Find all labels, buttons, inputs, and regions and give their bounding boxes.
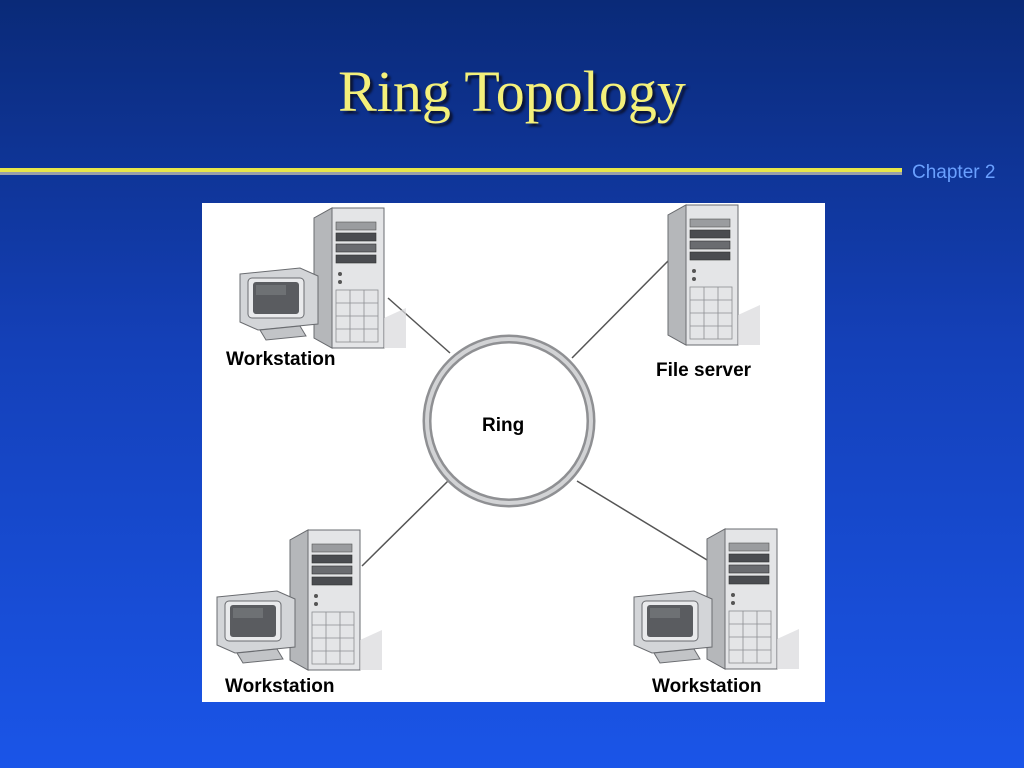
chapter-label: Chapter 2 bbox=[912, 162, 996, 183]
workstation-top-left bbox=[239, 207, 407, 349]
ring-topology-figure: Workstation File server Workstation Work… bbox=[202, 203, 825, 702]
node-label-bottom-left: Workstation bbox=[225, 676, 335, 697]
slide-title: Ring Topology bbox=[338, 59, 686, 124]
topology-diagram bbox=[216, 204, 800, 671]
file-server-top-right bbox=[667, 204, 761, 346]
ring-label: Ring bbox=[482, 415, 525, 436]
divider-yellow-line bbox=[0, 168, 902, 172]
link-top-left bbox=[387, 297, 451, 354]
link-bottom-right bbox=[576, 480, 713, 564]
workstation-bottom-left bbox=[216, 529, 383, 671]
link-top-right bbox=[571, 258, 671, 359]
link-bottom-left bbox=[361, 480, 449, 567]
workstation-bottom-right bbox=[633, 528, 800, 670]
divider-gray-line bbox=[0, 172, 902, 175]
node-label-top-right: File server bbox=[656, 360, 752, 381]
title-divider bbox=[0, 168, 902, 176]
node-label-bottom-right: Workstation bbox=[652, 676, 762, 697]
node-label-top-left: Workstation bbox=[226, 349, 336, 370]
